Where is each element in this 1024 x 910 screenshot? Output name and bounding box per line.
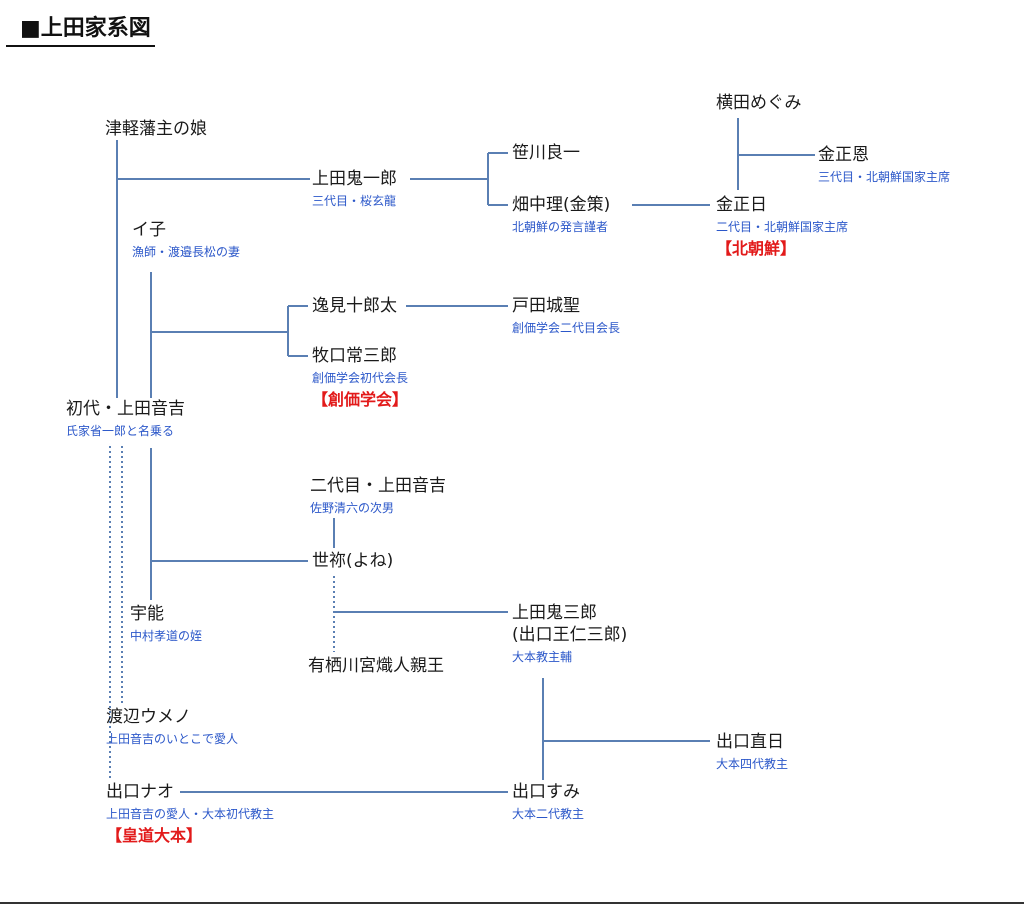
person-note: 佐野清六の次男 <box>310 501 395 515</box>
group-tag: 【北朝鮮】 <box>716 239 797 258</box>
person-name: 二代目・上田音吉 <box>310 476 446 496</box>
person-arisugawa: 有栖川宮熾人親王 <box>308 655 444 677</box>
person-shodai-otokichi: 初代・上田音吉 氏家省一郎と名乗る <box>66 398 185 440</box>
person-name: 出口直日 <box>716 732 784 752</box>
person-nidai-otokichi: 二代目・上田音吉 佐野清六の次男 <box>310 475 446 517</box>
person-onisaburo-ichi: 上田鬼一郎 三代目・桜玄龍 <box>312 168 397 210</box>
person-alias: (出口王仁三郎) <box>512 625 628 645</box>
person-deguchi-nao: 出口ナオ 上田音吉の愛人・大本初代教主 【皇道大本】 <box>106 781 274 846</box>
person-name: イ子 <box>132 220 166 240</box>
person-makiguchi: 牧口常三郎 創価学会初代会長 【創価学会】 <box>312 345 408 410</box>
person-name: 畑中理(金策) <box>512 195 611 215</box>
person-onisaburo: 上田鬼三郎 (出口王仁三郎) 大本教主輔 <box>512 602 627 666</box>
person-note: 大本教主輔 <box>512 650 573 664</box>
person-iko: イ子 漁師・渡邉長松の妻 <box>132 219 240 261</box>
person-note: 三代目・桜玄龍 <box>312 194 397 208</box>
person-name: 世祢(よね) <box>312 551 394 571</box>
person-name: 有栖川宮熾人親王 <box>308 656 444 676</box>
page-title: ■上田家系図 <box>6 10 155 47</box>
group-tag: 【皇道大本】 <box>106 826 203 845</box>
person-name: 上田鬼三郎 <box>512 603 597 623</box>
person-name: 渡辺ウメノ <box>106 707 191 727</box>
person-toda: 戸田城聖 創価学会二代目会長 <box>512 295 620 337</box>
person-note: 大本四代教主 <box>716 757 789 771</box>
person-name: 金正恩 <box>818 145 869 165</box>
person-note: 漁師・渡邉長松の妻 <box>132 245 241 259</box>
person-note: 上田音吉のいとこで愛人 <box>106 732 239 746</box>
person-name: 横田めぐみ <box>716 93 802 113</box>
person-name: 宇能 <box>130 604 164 624</box>
person-kim-jongil: 金正日 二代目・北朝鮮国家主席 【北朝鮮】 <box>716 194 848 259</box>
person-yokota: 横田めぐみ <box>716 92 802 114</box>
person-deguchi-sumi: 出口すみ 大本二代教主 <box>512 781 584 823</box>
person-name: 出口ナオ <box>106 782 174 802</box>
person-name: 津軽藩主の娘 <box>105 119 207 139</box>
person-note: 中村孝道の姪 <box>130 629 203 643</box>
person-hatanaka: 畑中理(金策) 北朝鮮の発言謹者 <box>512 194 610 236</box>
person-note: 三代目・北朝鮮国家主席 <box>818 170 951 184</box>
person-note: 創価学会二代目会長 <box>512 321 621 335</box>
person-note: 上田音吉の愛人・大本初代教主 <box>106 807 275 821</box>
person-yone: 世祢(よね) <box>312 550 393 572</box>
person-name: 牧口常三郎 <box>312 346 397 366</box>
person-note: 二代目・北朝鮮国家主席 <box>716 220 849 234</box>
person-note: 大本二代教主 <box>512 807 585 821</box>
person-note: 氏家省一郎と名乗る <box>66 424 175 438</box>
person-name: 戸田城聖 <box>512 296 580 316</box>
person-watanabe: 渡辺ウメノ 上田音吉のいとこで愛人 <box>106 706 238 748</box>
person-note: 北朝鮮の発言謹者 <box>512 220 609 234</box>
person-name: 出口すみ <box>512 782 580 802</box>
person-name: 金正日 <box>716 195 767 215</box>
person-note: 創価学会初代会長 <box>312 371 409 385</box>
person-deguchi-naohi: 出口直日 大本四代教主 <box>716 731 788 773</box>
person-sasagawa: 笹川良一 <box>512 142 580 164</box>
person-name: 逸見十郎太 <box>312 296 397 316</box>
bottom-divider <box>0 902 1024 904</box>
person-kim-jongun: 金正恩 三代目・北朝鮮国家主席 <box>818 144 950 186</box>
person-tsugaru: 津軽藩主の娘 <box>105 118 207 140</box>
person-henmi: 逸見十郎太 <box>312 295 397 317</box>
person-name: 上田鬼一郎 <box>312 169 397 189</box>
person-name: 初代・上田音吉 <box>66 399 185 419</box>
person-name: 笹川良一 <box>512 143 580 163</box>
person-uno: 宇能 中村孝道の姪 <box>130 603 202 645</box>
group-tag: 【創価学会】 <box>312 390 409 409</box>
